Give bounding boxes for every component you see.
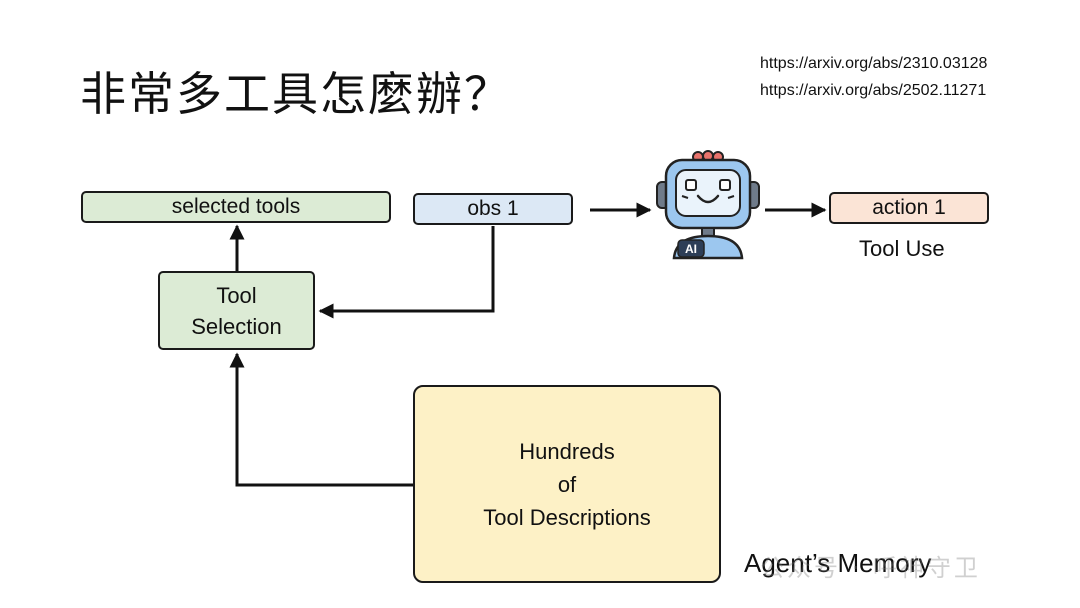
action-label: action 1 <box>872 196 946 219</box>
reference-link-1[interactable]: https://arxiv.org/abs/2310.03128 <box>760 55 988 72</box>
tool-descriptions-box: Hundreds of Tool Descriptions <box>413 385 721 583</box>
selected-tools-box: selected tools <box>81 191 391 223</box>
tool-use-label: Tool Use <box>859 236 945 261</box>
tool-selection-line-1: Tool <box>216 282 257 308</box>
watermark-overlay: 公众号 · 呼神守卫 <box>760 554 981 582</box>
arrow-obs-to-selection <box>318 226 495 319</box>
reference-link-2[interactable]: https://arxiv.org/abs/2502.11271 <box>760 82 987 99</box>
reference-links: https://arxiv.org/abs/2310.03128 https:/… <box>760 50 987 104</box>
watermark-text: Agent’s Memory <box>744 548 932 578</box>
robot-agent-icon: AI <box>656 150 760 260</box>
descriptions-line-2: of <box>557 471 577 497</box>
action-box: action 1 <box>829 192 989 224</box>
page-title: 非常多工具怎麼辦？ <box>80 67 512 121</box>
tool-selection-box: Tool Selection <box>158 271 315 350</box>
descriptions-line-1: Hundreds <box>519 438 615 464</box>
obs-label: obs 1 <box>467 197 519 220</box>
robot-badge-text: AI <box>685 242 697 256</box>
obs-box: obs 1 <box>413 193 573 225</box>
tool-selection-line-2: Selection <box>191 313 282 339</box>
arrow-descriptions-to-selection <box>229 352 413 487</box>
selected-tools-label: selected tools <box>171 195 301 218</box>
descriptions-line-3: Tool Descriptions <box>483 504 651 530</box>
